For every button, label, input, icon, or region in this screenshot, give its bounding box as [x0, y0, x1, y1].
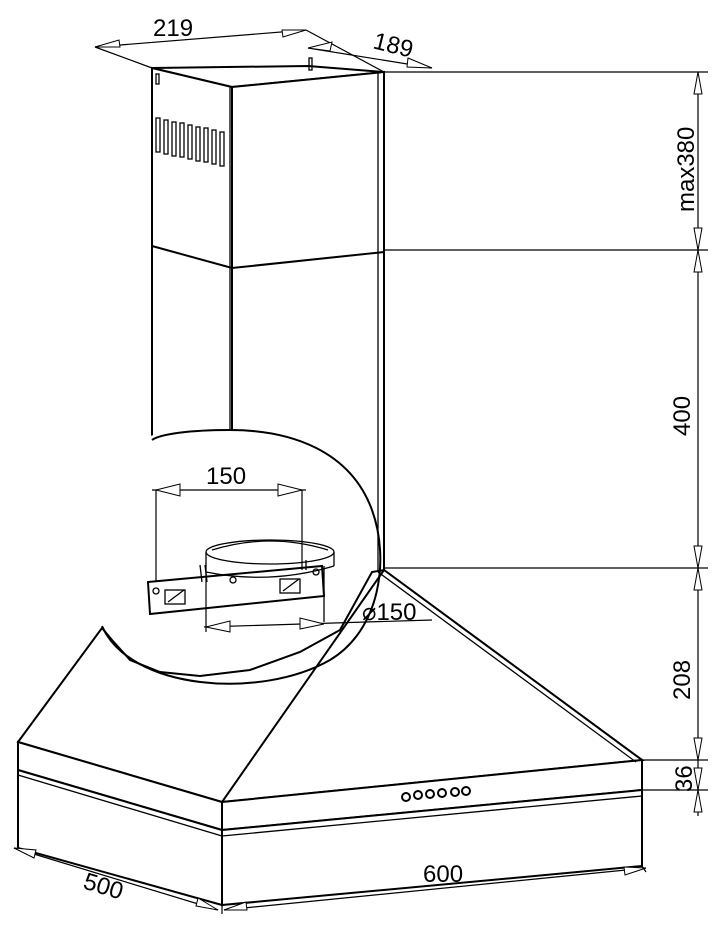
label-chimney-width: 219: [153, 15, 193, 42]
control-button-1[interactable]: [401, 792, 411, 802]
label-chimney-depth: 189: [371, 28, 416, 64]
control-button-6[interactable]: [461, 786, 471, 796]
label-chimney-lower-height: 400: [669, 396, 696, 436]
vent-slots: [155, 117, 225, 167]
hood-body: [16, 568, 645, 907]
label-outlet-spacing: 150: [206, 463, 246, 490]
label-panel-height: 36: [671, 765, 698, 792]
label-hood-width: 600: [423, 861, 463, 888]
label-outlet-diameter: ⌀150: [362, 599, 417, 626]
label-canopy-height: 208: [669, 660, 696, 700]
control-button-4[interactable]: [437, 788, 447, 798]
control-button-5[interactable]: [450, 787, 460, 797]
control-panel: [401, 786, 471, 802]
detail-bubble: [101, 428, 382, 685]
label-chimney-upper-height: max380: [673, 127, 700, 212]
dimension-lines: [13, 29, 708, 914]
control-button-3[interactable]: [425, 789, 435, 799]
dimension-labels: 219 189 max380 400 208 36 500 600 150 ⌀1…: [80, 15, 700, 905]
chimney: [151, 57, 385, 620]
outlet-collar: [205, 539, 335, 565]
control-button-2[interactable]: [413, 790, 423, 800]
